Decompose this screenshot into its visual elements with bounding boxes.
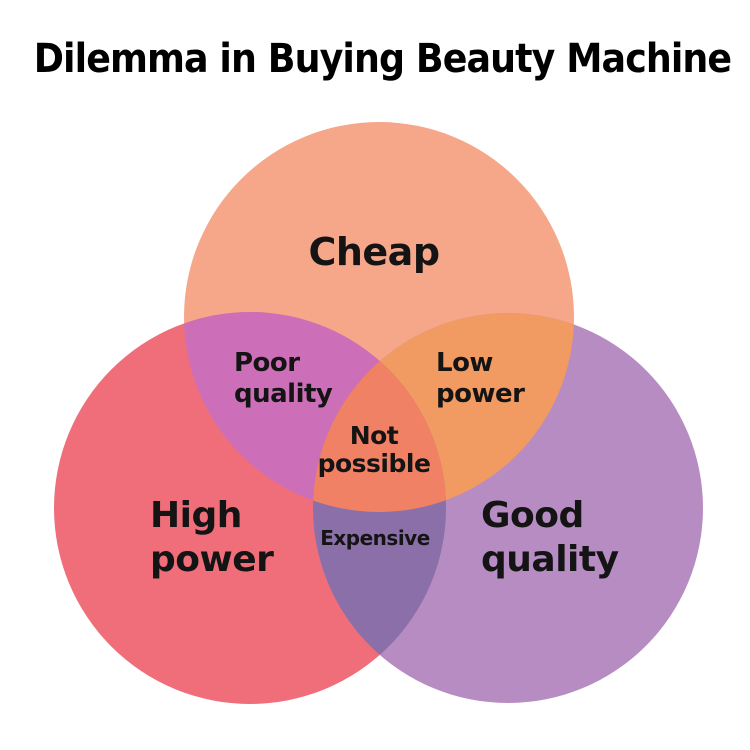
intersection-label-expensive: Expensive: [320, 527, 430, 549]
set-label-high-power-line2: power: [150, 539, 274, 580]
set-label-good-quality: Good quality: [481, 494, 619, 582]
intersection-label-expensive-line: Expensive: [320, 526, 430, 550]
set-label-good-quality-line2: quality: [481, 539, 619, 580]
intersection-label-poor-quality-line2: quality: [234, 379, 333, 409]
set-label-cheap-line: Cheap: [308, 230, 440, 274]
intersection-label-poor-quality-line1: Poor: [234, 348, 300, 378]
intersection-label-not-possible: Not possible: [318, 422, 431, 478]
intersection-label-poor-quality: Poor quality: [234, 348, 333, 410]
intersection-label-low-power-line2: power: [436, 379, 525, 409]
set-label-cheap: Cheap: [308, 230, 440, 274]
set-label-high-power-line1: High: [150, 495, 242, 536]
intersection-label-not-possible-line2: possible: [317, 449, 431, 478]
page-title: Dilemma in Buying Beauty Machine: [33, 36, 732, 82]
intersection-label-low-power-line1: Low: [436, 348, 493, 378]
set-label-high-power: High power: [150, 494, 274, 582]
intersection-label-not-possible-line1: Not: [349, 421, 399, 450]
set-label-good-quality-line1: Good: [481, 495, 584, 536]
intersection-label-low-power: Low power: [436, 348, 525, 410]
